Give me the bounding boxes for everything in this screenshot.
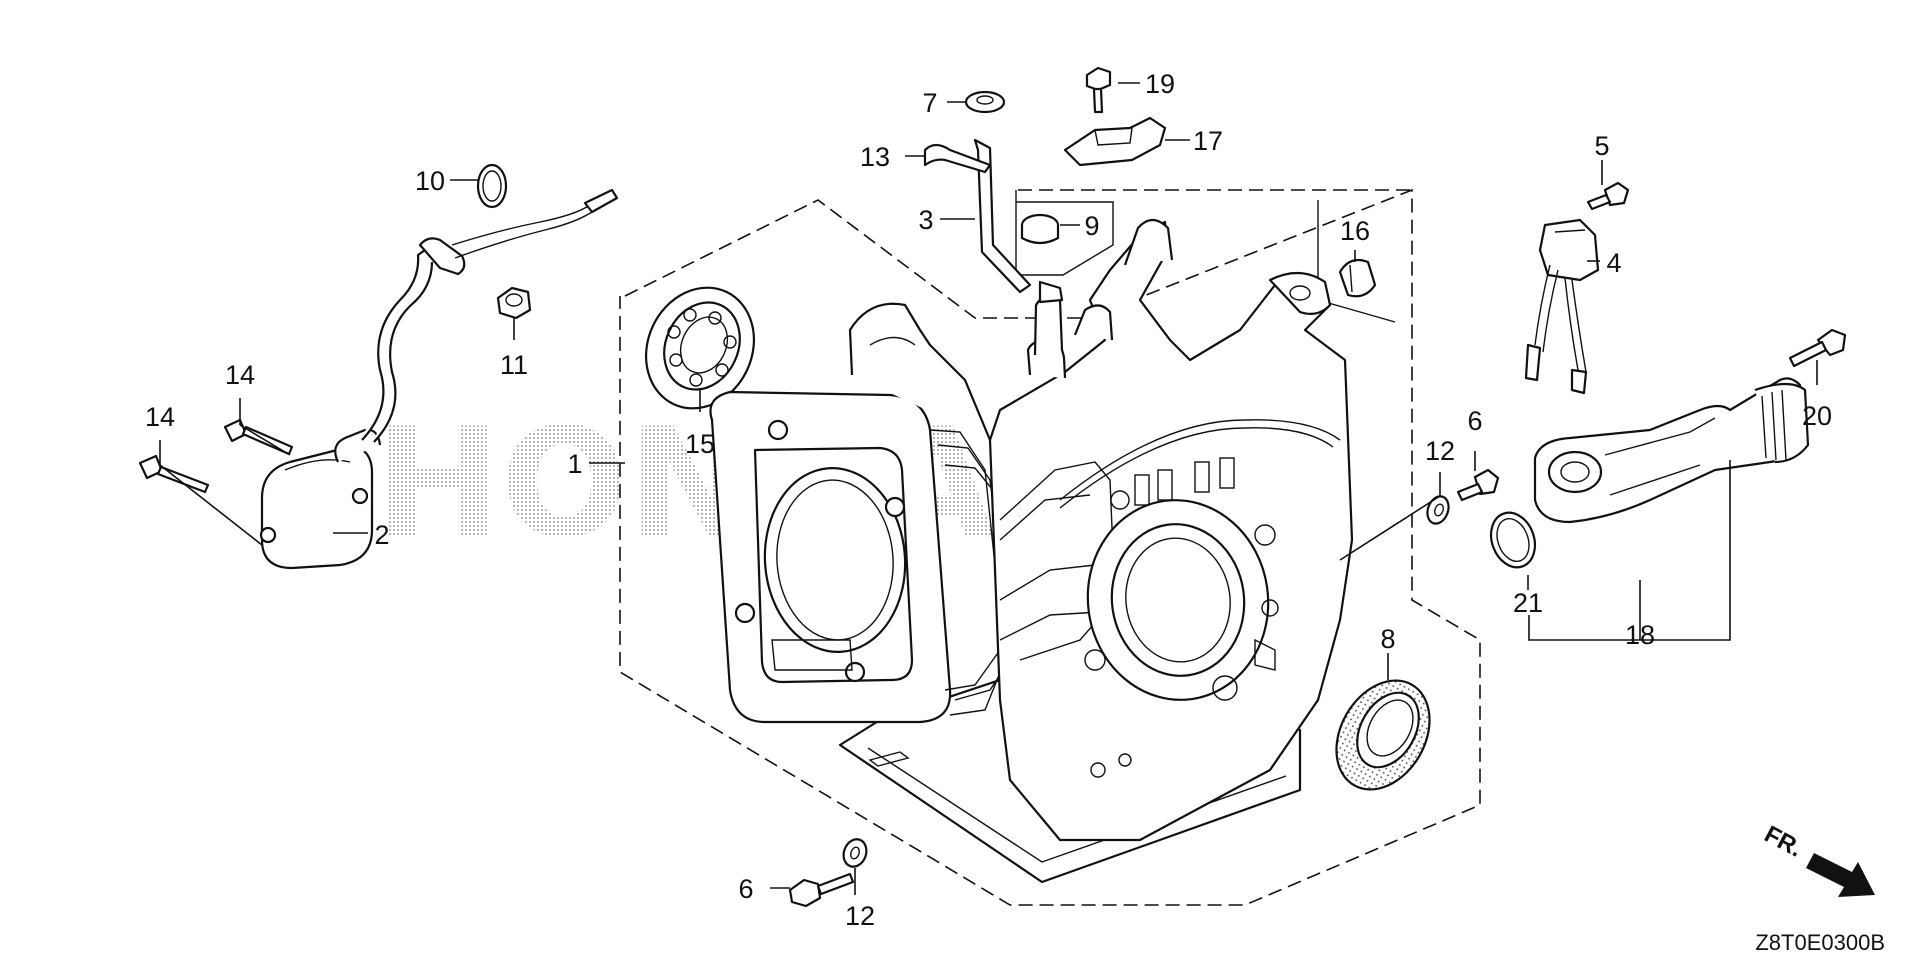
front-direction-indicator: FR. <box>1760 821 1875 897</box>
callout-16: 16 <box>1340 216 1370 246</box>
bracket-17 <box>1063 116 1167 167</box>
bolt-5 <box>1586 181 1630 211</box>
oil-sensor-assembly <box>259 188 619 570</box>
bolt-19 <box>1085 66 1112 114</box>
callout-9: 9 <box>1084 211 1099 241</box>
callout-5: 5 <box>1594 131 1609 161</box>
bearing-15 <box>644 286 756 410</box>
bolt-20 <box>1788 328 1847 368</box>
callout-18: 18 <box>1625 620 1655 650</box>
subgroup-outline-9 <box>1015 190 1114 276</box>
oil-seal-8 <box>1335 679 1431 791</box>
crankcase-cylinder-block <box>709 218 1354 884</box>
nut-11 <box>496 286 532 320</box>
callout-19: 19 <box>1145 69 1175 99</box>
fr-label: FR. <box>1760 821 1807 863</box>
callout-10: 10 <box>415 166 445 196</box>
callout-21: 21 <box>1513 588 1543 618</box>
callout-14-lower: 14 <box>145 402 175 432</box>
callout-6-upper: 6 <box>1467 406 1482 436</box>
callout-20: 20 <box>1802 401 1832 431</box>
callout-2: 2 <box>374 520 389 550</box>
callout-12-upper: 12 <box>1425 436 1455 466</box>
connecting-rod-18 <box>1533 377 1810 524</box>
washer-7 <box>964 90 1006 114</box>
callout-17: 17 <box>1193 126 1223 156</box>
callout-14-upper: 14 <box>225 360 255 390</box>
diagram-code: Z8T0E0300B <box>1755 930 1885 955</box>
o-ring-21 <box>1489 511 1537 569</box>
washer-12-upper <box>1426 495 1450 525</box>
bolt-6-upper <box>1456 468 1500 502</box>
oil-alert-unit-4 <box>1524 218 1600 395</box>
callout-12-lower: 12 <box>845 901 875 931</box>
grommet-16 <box>1338 258 1377 298</box>
callout-1: 1 <box>567 449 582 479</box>
callout-4: 4 <box>1606 248 1621 278</box>
callout-15: 15 <box>685 429 715 459</box>
callout-labels: 1 2 3 4 5 6 6 7 8 9 10 11 12 12 13 14 14… <box>145 69 1832 931</box>
clip-13 <box>923 143 992 174</box>
assembly-outline-crankcase <box>619 188 1481 906</box>
leader-lines <box>159 82 1818 895</box>
collar-9 <box>1020 213 1060 245</box>
callout-11: 11 <box>500 350 528 380</box>
bolt-6-lower <box>788 872 855 908</box>
callout-8: 8 <box>1380 624 1395 654</box>
callout-3: 3 <box>918 205 933 235</box>
callout-7: 7 <box>922 88 937 118</box>
callout-13: 13 <box>860 142 890 172</box>
front-arrow-icon <box>1806 853 1875 897</box>
washer-12-lower <box>842 838 868 868</box>
bolt-14-lower <box>138 454 210 494</box>
callout-6-lower: 6 <box>738 874 753 904</box>
